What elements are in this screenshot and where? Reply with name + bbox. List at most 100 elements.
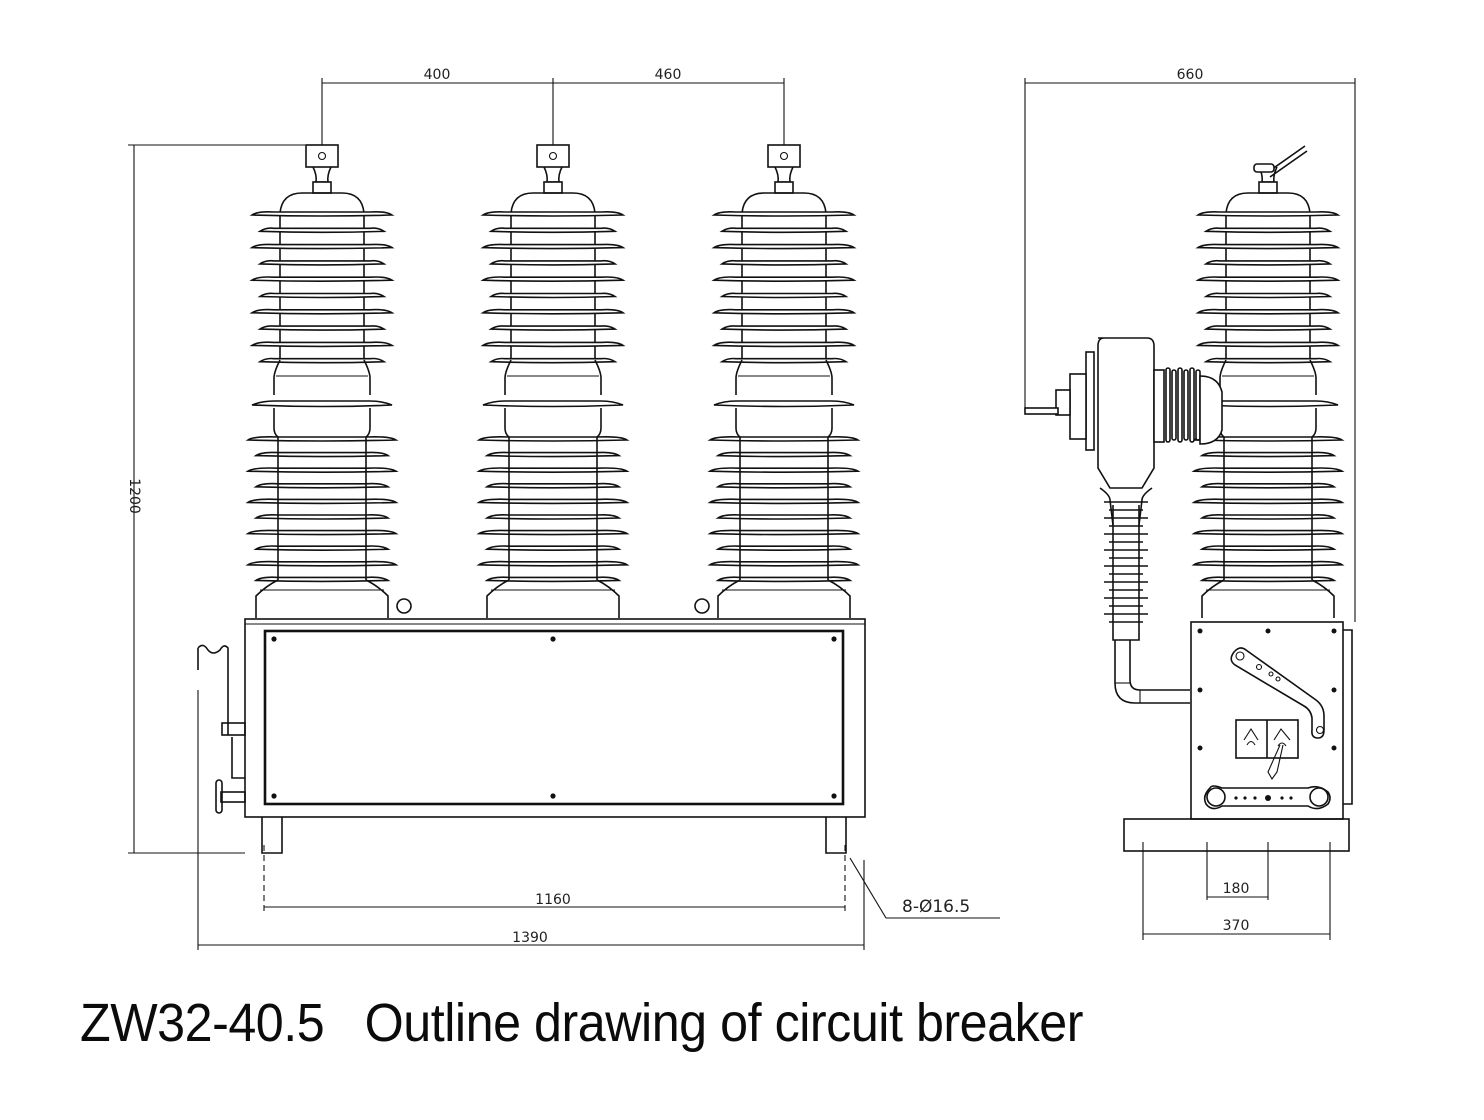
shed bbox=[1195, 308, 1341, 315]
operating-handle bbox=[197, 644, 246, 814]
bellows-ring bbox=[1189, 367, 1195, 443]
bellows-ring bbox=[1171, 369, 1177, 441]
shed bbox=[245, 498, 399, 505]
lateral-terminal bbox=[1024, 337, 1223, 489]
shed bbox=[484, 576, 622, 583]
shed bbox=[249, 341, 395, 348]
mechanism-box bbox=[1190, 621, 1353, 820]
dim-label-660: 660 bbox=[1177, 67, 1204, 83]
shed bbox=[1195, 341, 1341, 348]
shed bbox=[719, 227, 849, 234]
shed bbox=[713, 400, 855, 408]
dimension-pole-spacing: 400 460 bbox=[321, 67, 785, 148]
closed-indicator-icon bbox=[1273, 728, 1291, 747]
shed bbox=[482, 400, 624, 408]
shed bbox=[257, 325, 387, 331]
shed bbox=[1195, 211, 1341, 217]
shed bbox=[484, 482, 622, 489]
shed bbox=[480, 308, 626, 315]
shed bbox=[1195, 243, 1341, 250]
clamp-hole bbox=[548, 151, 558, 161]
shed bbox=[476, 529, 630, 536]
terminal-base bbox=[543, 181, 563, 194]
shed bbox=[707, 436, 861, 442]
shed bbox=[484, 514, 622, 520]
dim-label-mounting-holes: 8-Ø16.5 bbox=[902, 897, 970, 917]
shed bbox=[480, 276, 626, 282]
dim-label-460: 460 bbox=[655, 67, 682, 83]
shed bbox=[476, 498, 630, 505]
shed bbox=[476, 436, 630, 442]
shed bbox=[1199, 451, 1337, 458]
shed bbox=[484, 451, 622, 458]
shed bbox=[715, 514, 853, 520]
dim-label-180: 180 bbox=[1223, 881, 1250, 897]
dimension-side-base: 180 370 bbox=[1142, 842, 1331, 940]
side-view: 660 bbox=[1024, 67, 1356, 940]
insulator-cap bbox=[279, 192, 365, 214]
shed bbox=[245, 560, 399, 567]
lifting-eye bbox=[694, 598, 710, 614]
insulator-pole bbox=[1191, 166, 1345, 618]
dimension-height: 1200 bbox=[126, 144, 305, 854]
shed bbox=[711, 341, 857, 348]
shed bbox=[257, 227, 387, 234]
clamp-hole bbox=[317, 151, 327, 161]
shed bbox=[249, 243, 395, 250]
insulator-pole bbox=[245, 144, 399, 618]
shed bbox=[1199, 576, 1337, 583]
shed bbox=[245, 467, 399, 473]
bellows-ring bbox=[1183, 369, 1189, 441]
front-poles bbox=[245, 144, 861, 618]
dimension-base: 1160 1390 8-Ø16.5 bbox=[197, 690, 1000, 950]
shed bbox=[711, 211, 857, 217]
terminal-stem bbox=[774, 166, 794, 183]
shed bbox=[1191, 467, 1345, 473]
shed bbox=[715, 482, 853, 489]
shed bbox=[707, 467, 861, 473]
shed bbox=[1199, 482, 1337, 489]
shed bbox=[719, 259, 849, 266]
shed bbox=[1203, 325, 1333, 331]
front-view: 400 460 1200 bbox=[126, 67, 1000, 950]
shed bbox=[480, 211, 626, 217]
shed bbox=[476, 560, 630, 567]
shed bbox=[251, 400, 393, 408]
mounting-foot bbox=[261, 817, 283, 854]
shed bbox=[719, 357, 849, 364]
shed bbox=[711, 308, 857, 315]
clamp-hole bbox=[779, 151, 789, 161]
top-terminal bbox=[1253, 145, 1308, 178]
insulator-base bbox=[1201, 579, 1335, 618]
insulator-cap bbox=[741, 192, 827, 214]
shed bbox=[480, 341, 626, 348]
dim-label-1390: 1390 bbox=[512, 930, 548, 946]
shed bbox=[245, 436, 399, 442]
shed bbox=[480, 243, 626, 250]
insulator-pole bbox=[476, 144, 630, 618]
dim-label-1200: 1200 bbox=[126, 478, 142, 514]
shed bbox=[1203, 227, 1333, 234]
shed bbox=[715, 545, 853, 551]
insulator-cap bbox=[1225, 192, 1311, 214]
insulator-base bbox=[255, 579, 389, 618]
shed bbox=[249, 276, 395, 282]
open-indicator-icon bbox=[1243, 727, 1259, 746]
drawing-caption: ZW32-40.5 Outline drawing of circuit bre… bbox=[80, 993, 1083, 1053]
shed bbox=[719, 325, 849, 331]
shed bbox=[253, 576, 391, 583]
base-plate bbox=[1123, 818, 1350, 852]
shed bbox=[1195, 276, 1341, 282]
dim-label-400: 400 bbox=[424, 67, 451, 83]
shed bbox=[715, 576, 853, 583]
terminal-stem bbox=[543, 166, 563, 183]
terminal-clamp bbox=[767, 144, 801, 168]
shed bbox=[488, 227, 618, 234]
shed bbox=[488, 357, 618, 364]
lifting-eye bbox=[396, 598, 412, 614]
shed bbox=[245, 529, 399, 536]
shed bbox=[476, 467, 630, 473]
shed bbox=[253, 514, 391, 520]
insulator-cap bbox=[510, 192, 596, 214]
shed bbox=[1191, 560, 1345, 567]
